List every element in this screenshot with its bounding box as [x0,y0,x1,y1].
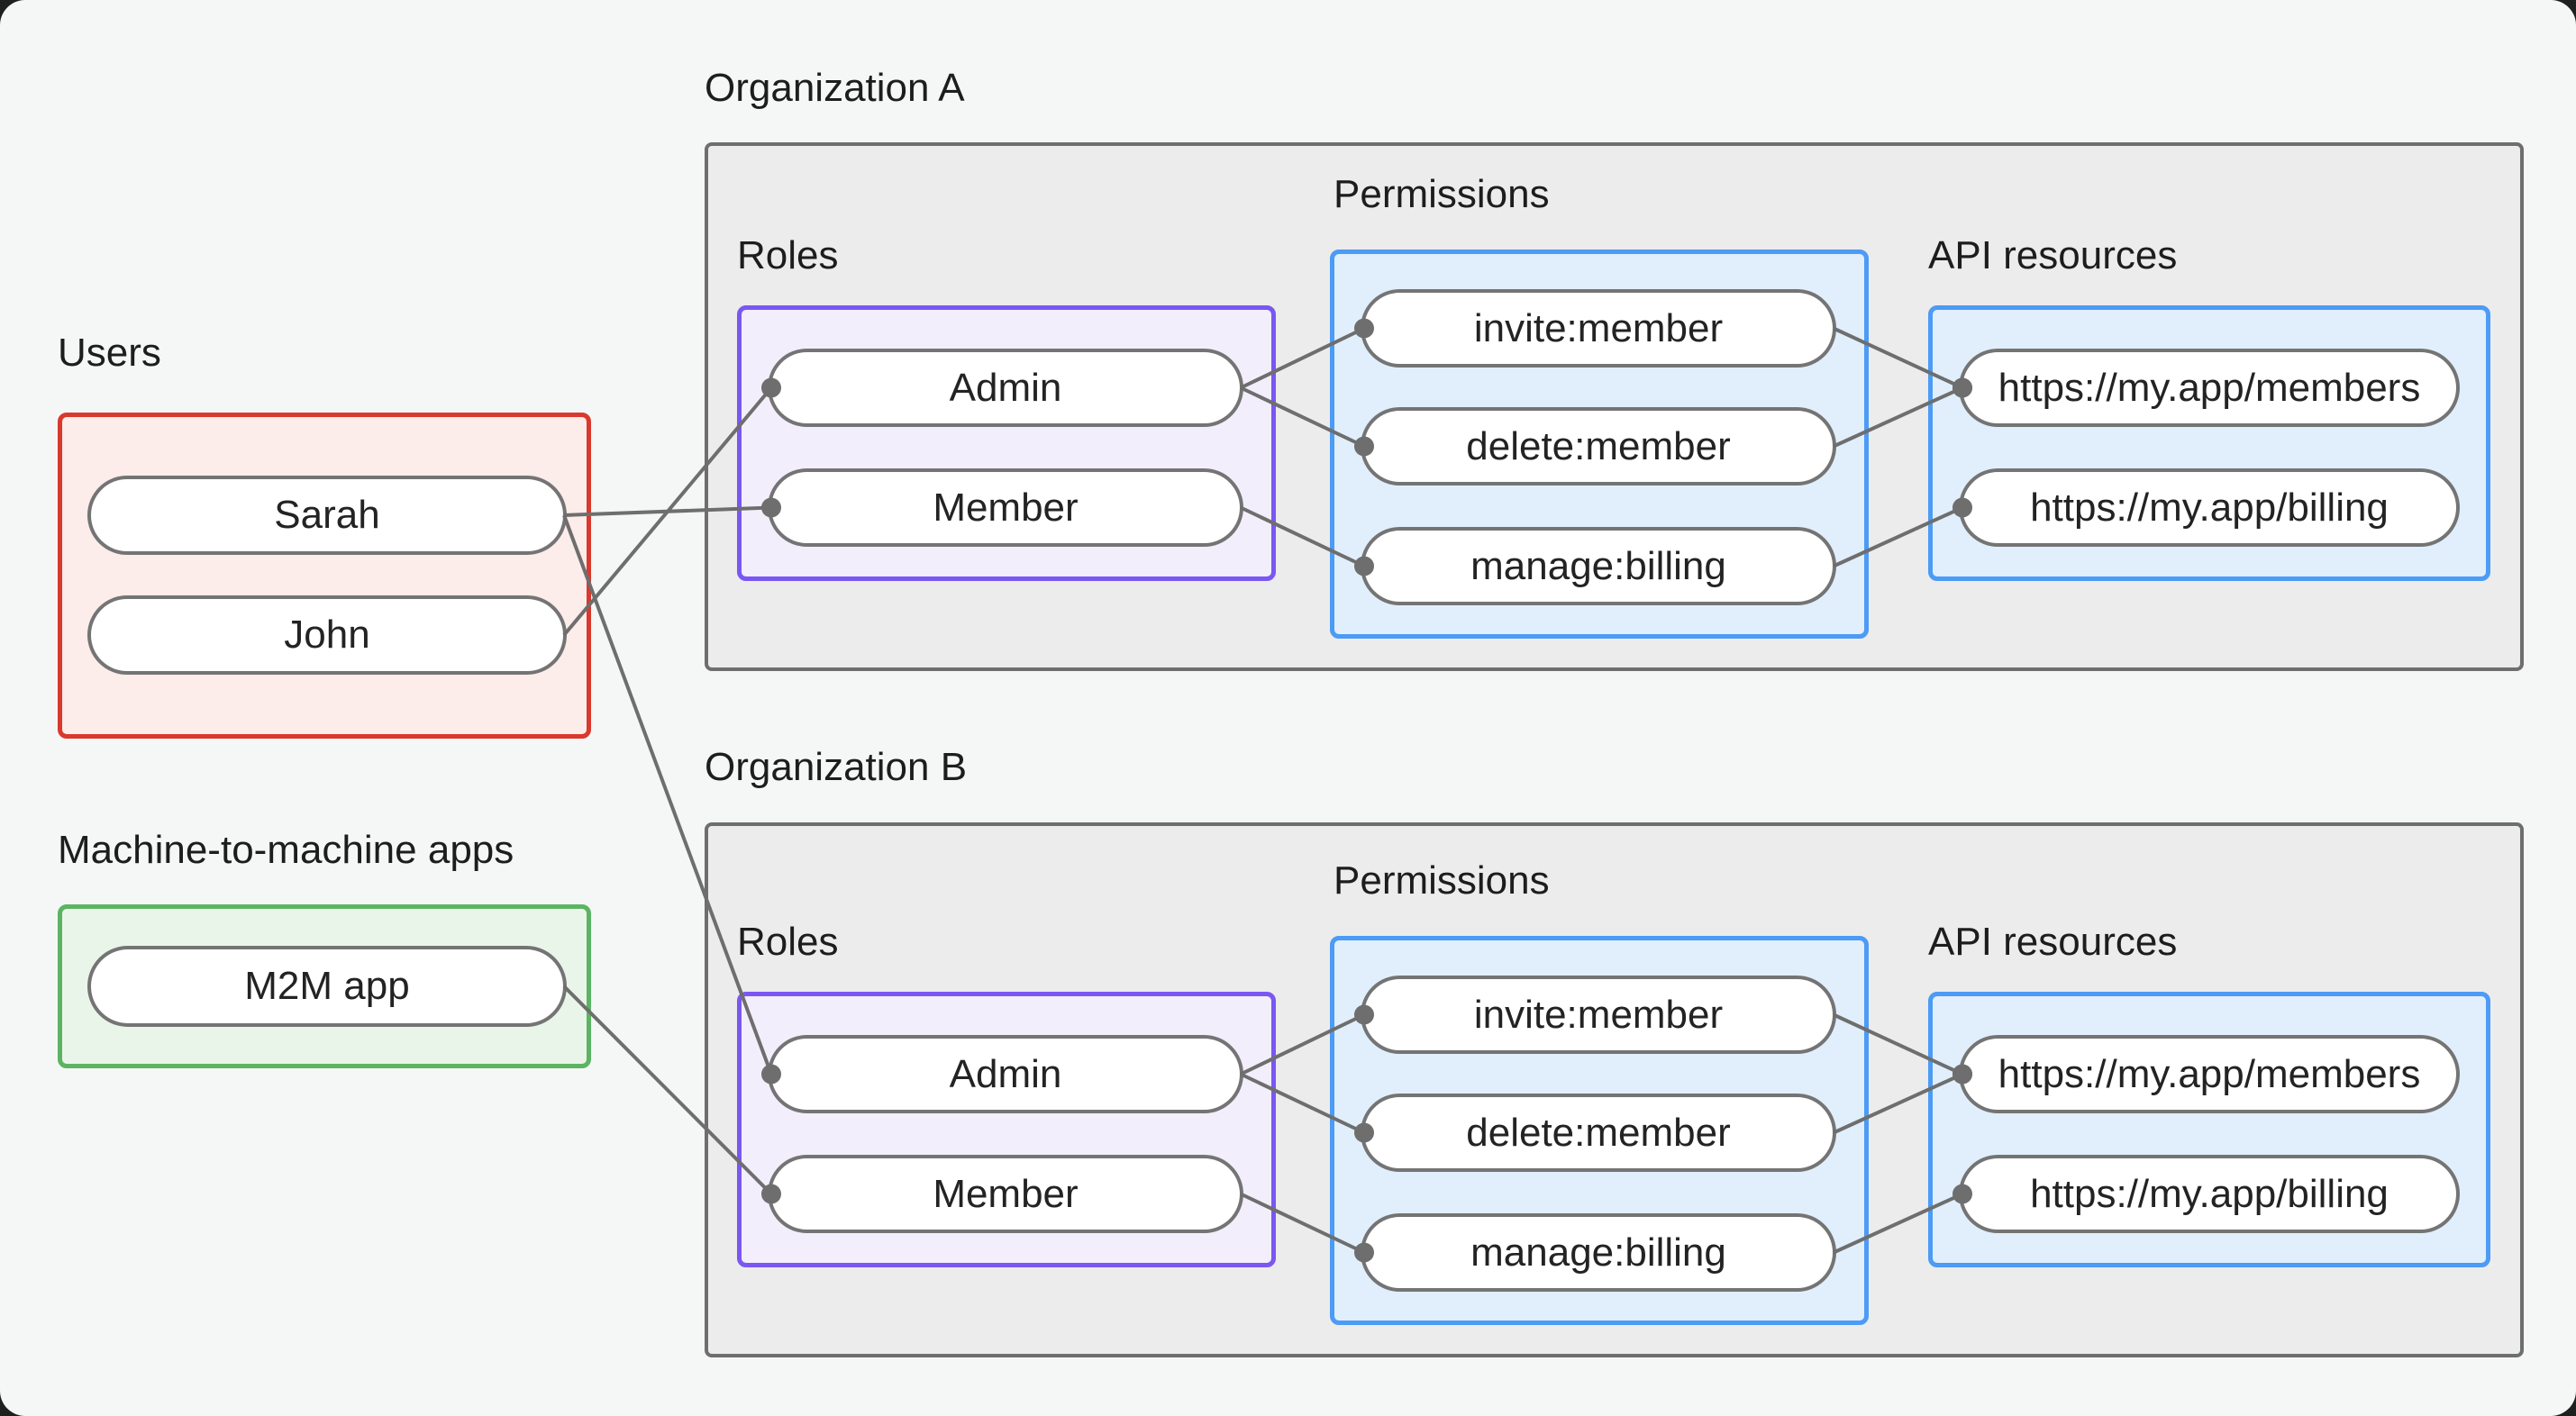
org-a-permission-invite-member: invite:member [1361,289,1836,368]
org-b-roles-label: Roles [737,920,839,964]
org-b-role-admin: Admin [768,1035,1243,1113]
user-node-john: John [87,595,567,675]
org-a-role-member: Member [768,468,1243,547]
org-a-api-members-url: https://my.app/members [1959,349,2460,427]
org-a-api-resources-label: API resources [1928,233,2178,277]
org-b-permissions-label: Permissions [1334,858,1550,903]
org-b-permission-manage-billing: manage:billing [1361,1213,1836,1292]
org-a-roles-label: Roles [737,233,839,277]
m2m-app-node: M2M app [87,946,567,1027]
org-b-api-members-url: https://my.app/members [1959,1035,2460,1113]
org-b-api-billing-url: https://my.app/billing [1959,1155,2460,1233]
org-a-permission-delete-member: delete:member [1361,407,1836,486]
org-b-api-resources-label: API resources [1928,920,2178,964]
org-a-permission-manage-billing: manage:billing [1361,527,1836,605]
users-group-box [58,413,591,739]
users-group-label: Users [58,331,161,375]
m2m-group-label: Machine-to-machine apps [58,828,514,872]
org-b-role-member: Member [768,1155,1243,1233]
user-node-sarah: Sarah [87,476,567,555]
org-a-permissions-label: Permissions [1334,172,1550,216]
org-a-api-billing-url: https://my.app/billing [1959,468,2460,547]
org-b-title: Organization B [705,745,968,789]
org-a-role-admin: Admin [768,349,1243,427]
org-b-permission-invite-member: invite:member [1361,976,1836,1054]
org-a-title: Organization A [705,66,965,110]
org-b-permission-delete-member: delete:member [1361,1094,1836,1172]
